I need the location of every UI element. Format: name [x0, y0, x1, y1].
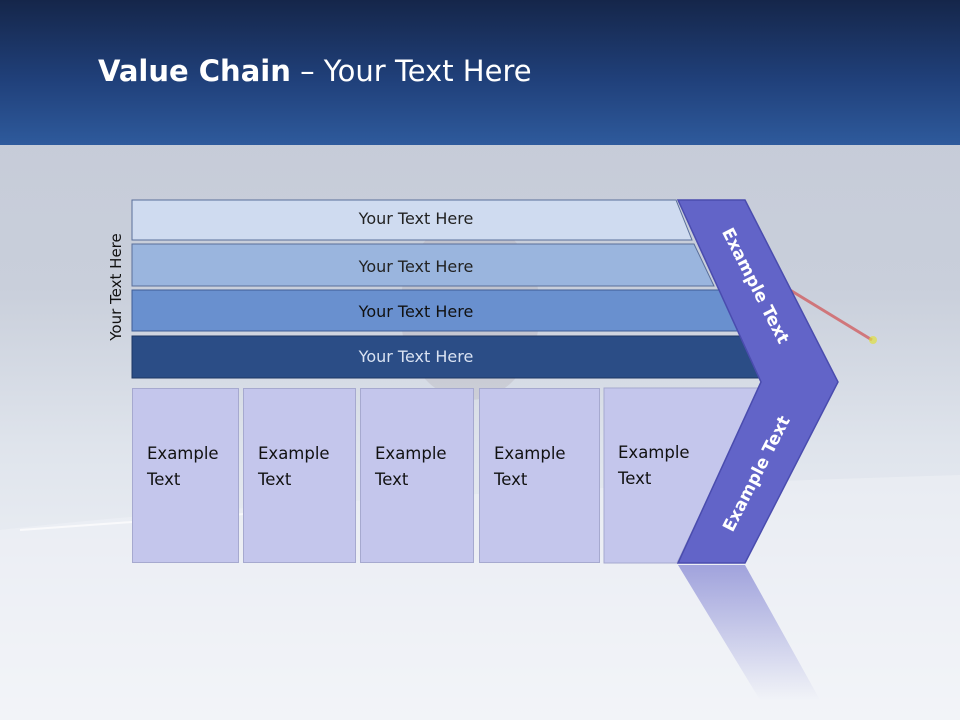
- slide-title-bold: Value Chain: [98, 54, 291, 88]
- bar-2-shape: [131, 243, 715, 287]
- box-2-line2: Text: [258, 470, 292, 489]
- slide-title: Value Chain – Your Text Here: [98, 54, 532, 88]
- bar-3-label: Your Text Here: [358, 302, 474, 321]
- header-band: Value Chain – Your Text Here: [0, 0, 960, 145]
- box-1-line2: Text: [147, 470, 181, 489]
- bar-4-label: Your Text Here: [358, 347, 474, 366]
- box-2-line1: Example: [258, 444, 330, 463]
- slide-title-rest: – Your Text Here: [290, 54, 532, 88]
- bar-1-shape: [131, 199, 693, 241]
- box-4-line1: Example: [494, 444, 566, 463]
- box-5-line2: Text: [618, 469, 652, 488]
- box-5-line1: Example: [618, 443, 690, 462]
- chevron-reflection: [678, 565, 820, 700]
- bar-1-label: Your Text Here: [358, 209, 474, 228]
- box-5-chevron-edge: [603, 387, 761, 564]
- box-1-line1: Example: [147, 444, 219, 463]
- box-4-line2: Text: [494, 470, 528, 489]
- chevron-arrow: [676, 199, 839, 564]
- bar-2-label: Your Text Here: [358, 257, 474, 276]
- box-3-line1: Example: [375, 444, 447, 463]
- box-3-line2: Text: [375, 470, 409, 489]
